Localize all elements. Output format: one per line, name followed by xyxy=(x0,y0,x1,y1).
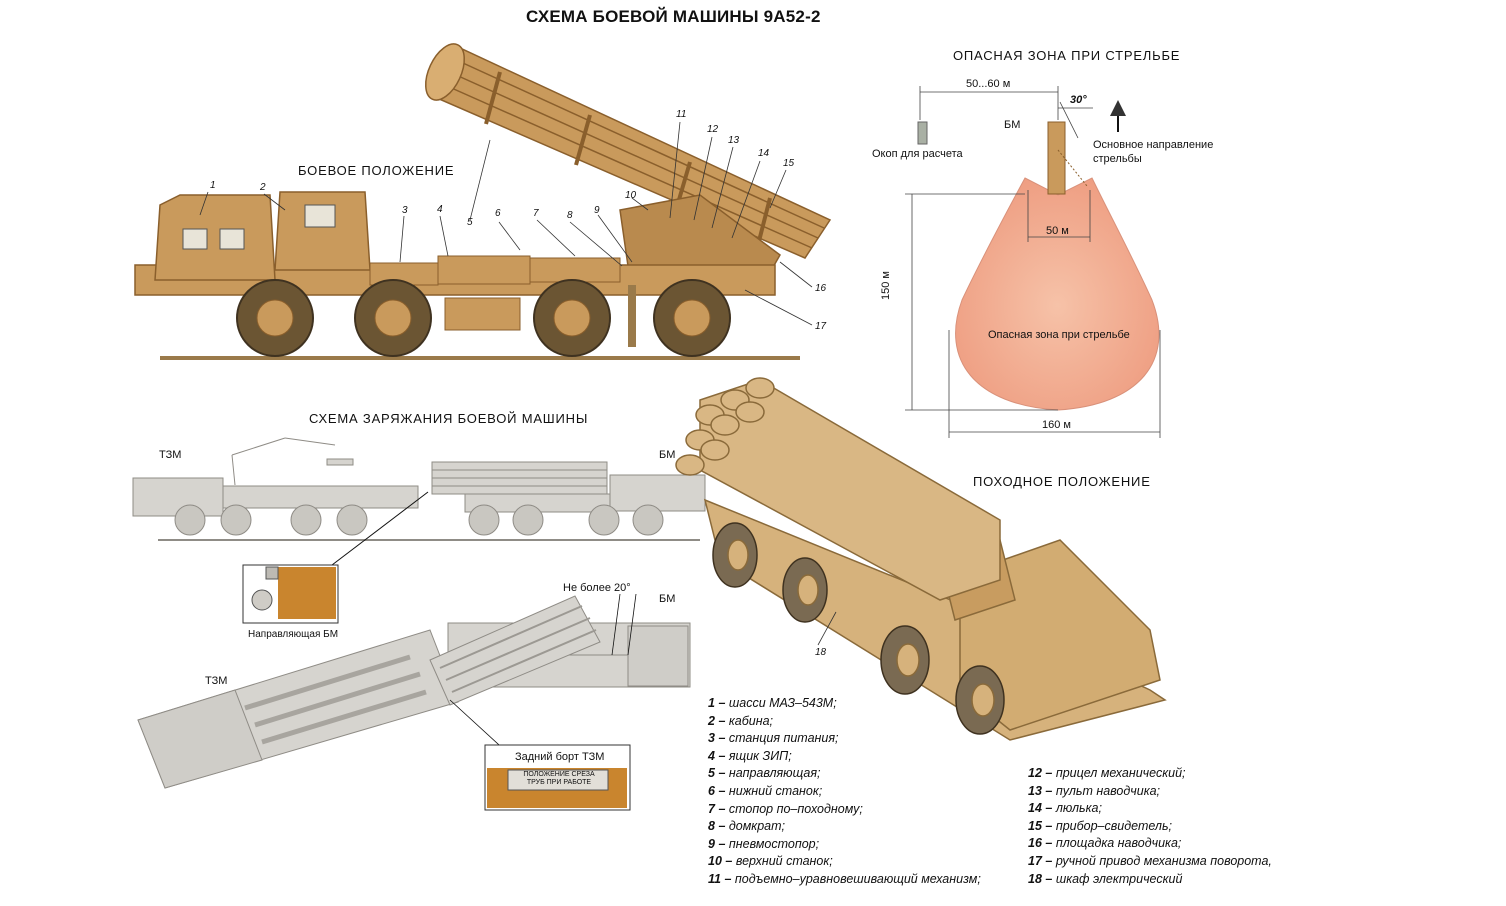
legend-right: 12 – прицел механический; 13 – пульт нав… xyxy=(1028,765,1272,888)
callout-9: 9 xyxy=(594,205,600,216)
loading-side-view xyxy=(132,437,706,541)
rear-board-label: Задний борт ТЗМ xyxy=(515,751,605,763)
callout-2: 2 xyxy=(260,182,266,193)
loading-scheme-heading: СХЕМА ЗАРЯЖАНИЯ БОЕВОЙ МАШИНЫ xyxy=(309,411,589,426)
legend-item: 13 – пульт наводчика; xyxy=(1028,783,1161,798)
callout-8: 8 xyxy=(567,210,573,221)
rear-board-detail xyxy=(484,744,631,811)
page-title: СХЕМА БОЕВОЙ МАШИНЫ 9А52-2 xyxy=(526,7,821,26)
travel-truck-illustration xyxy=(675,377,1167,741)
legend-item: 8 – домкрат; xyxy=(708,819,785,834)
legend-item: 18 – шкаф электрический xyxy=(1028,871,1183,886)
callout-10: 10 xyxy=(625,190,637,201)
callout-18: 18 xyxy=(815,647,827,658)
legend-item: 6 – нижний станок; xyxy=(708,783,823,798)
legend-item: 15 – прибор–свидетель; xyxy=(1028,818,1172,833)
callout-13: 13 xyxy=(728,135,740,146)
angle-label: 30° xyxy=(1070,94,1087,106)
plate-line-1: ПОЛОЖЕНИЕ СРЕЗА xyxy=(523,771,595,778)
guide-detail xyxy=(242,491,429,624)
legend-item: 12 – прицел механический; xyxy=(1028,766,1186,780)
danger-zone-diagram xyxy=(905,86,1161,438)
bm-label-side: БМ xyxy=(659,449,676,461)
tzm-label-top: ТЗМ xyxy=(205,675,228,687)
legend-item: 4 – ящик ЗИП; xyxy=(708,748,792,763)
legend-item: 9 – пневмостопор; xyxy=(708,836,820,851)
max-angle-label: Не более 20° xyxy=(563,582,631,594)
bm-label-top: БМ xyxy=(659,593,676,605)
callout-12: 12 xyxy=(707,124,719,135)
legend-item: 16 – площадка наводчика; xyxy=(1028,836,1182,851)
loading-top-view xyxy=(137,595,691,789)
combat-truck-illustration xyxy=(134,43,832,360)
main-direction-label: Основное направление стрельбы xyxy=(1093,139,1214,165)
callout-3: 3 xyxy=(402,205,408,216)
dim-height-label: 150 м xyxy=(880,271,892,300)
guide-caption: Направляющая БМ xyxy=(248,629,339,640)
legend-item: 3 – станция питания; xyxy=(708,731,839,746)
plate-line-2: ТРУБ ПРИ РАБОТЕ xyxy=(526,779,592,786)
legend-item: 2 – кабина; xyxy=(708,713,774,728)
danger-zone-heading: ОПАСНАЯ ЗОНА ПРИ СТРЕЛЬБЕ xyxy=(953,48,1181,63)
callout-11: 11 xyxy=(676,109,687,120)
callout-1: 1 xyxy=(210,180,216,191)
callout-7: 7 xyxy=(533,208,539,219)
callout-17: 17 xyxy=(815,321,827,332)
bm-label: БМ xyxy=(1004,119,1021,131)
legend-item: 7 – стопор по–походному; xyxy=(708,801,863,816)
legend-item: 1 – шасси МАЗ–543М; xyxy=(708,696,837,710)
callout-16: 16 xyxy=(815,283,827,294)
callout-14: 14 xyxy=(758,148,770,159)
legend-item: 14 – люлька; xyxy=(1028,801,1102,816)
legend-item: 17 – ручной привод механизма поворота, xyxy=(1028,853,1272,868)
crew-trench-label: Окоп для расчета xyxy=(872,148,963,160)
legend-left: 1 – шасси МАЗ–543М; 2 – кабина; 3 – стан… xyxy=(708,695,981,889)
rear-board-plate: ПОЛОЖЕНИЕ СРЕЗА ТРУБ ПРИ РАБОТЕ xyxy=(514,771,604,787)
travel-position-heading: ПОХОДНОЕ ПОЛОЖЕНИЕ xyxy=(973,474,1151,489)
combat-position-heading: БОЕВОЕ ПОЛОЖЕНИЕ xyxy=(298,163,455,178)
legend-item: 10 – верхний станок; xyxy=(708,854,833,869)
dim-top-label: 50...60 м xyxy=(966,78,1011,90)
zone-label: Опасная зона при стрельбе xyxy=(988,329,1130,341)
callout-5: 5 xyxy=(467,217,473,228)
callout-6: 6 xyxy=(495,208,501,219)
legend-item: 5 – направляющая; xyxy=(708,766,821,781)
tzm-label: ТЗМ xyxy=(159,449,182,461)
legend-item: 11 – подъемно–уравновешивающий механизм; xyxy=(708,871,981,886)
dim-width-label: 160 м xyxy=(1042,419,1071,431)
callout-4: 4 xyxy=(437,204,443,215)
dim-inner-label: 50 м xyxy=(1046,225,1069,237)
callout-15: 15 xyxy=(783,158,795,169)
